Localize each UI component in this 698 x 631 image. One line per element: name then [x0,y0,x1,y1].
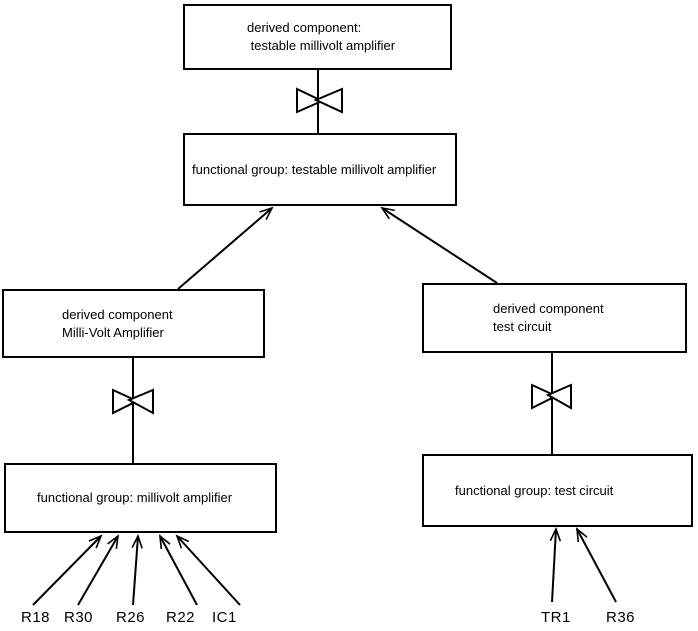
component-ref-label-ic1: IC1 [212,609,237,626]
component-ref-label-r22: R22 [166,609,196,626]
node-functional-group-testable-millivolt-amplifier: functional group: testable millivolt amp… [183,133,457,206]
node-label: derived component Milli-Volt Amplifier [62,306,173,340]
arrow-r30 [77,534,120,606]
node-label: functional group: test circuit [455,482,614,498]
arrow-r26 [131,533,143,606]
node-label: functional group: testable millivolt amp… [192,161,437,177]
bowtie-icon [296,87,343,114]
node-label: derived component: testable millivolt am… [247,20,396,53]
arrow-tr1 [549,526,562,603]
component-ref-label-r36: R36 [606,609,636,626]
arrow-left-derived-to-top-functional [177,206,274,290]
node-functional-group-millivolt-amplifier: functional group: millivolt amplifier [4,463,277,533]
component-ref-label-r30: R30 [64,609,94,626]
node-functional-group-test-circuit: functional group: test circuit [422,454,693,527]
component-ref-label-r18: R18 [21,609,51,626]
component-ref-label-tr1: TR1 [541,609,571,626]
arrow-r22 [159,534,198,606]
arrow-ic1 [175,534,241,606]
node-label: functional group: millivolt amplifier [37,490,233,505]
arrow-right-derived-to-top-functional [380,206,498,284]
node-derived-test-circuit: derived component test circuit [422,283,687,353]
node-derived-testable-millivolt-amplifier: derived component: testable millivolt am… [183,4,452,70]
bowtie-icon [112,388,154,415]
bowtie-icon [531,383,572,410]
node-label: derived component test circuit [493,301,604,334]
component-ref-label-r26: R26 [116,609,146,626]
node-derived-milli-volt-amplifier: derived component Milli-Volt Amplifier [2,289,265,358]
arrow-r36 [576,527,617,603]
arrow-r18 [32,534,103,606]
